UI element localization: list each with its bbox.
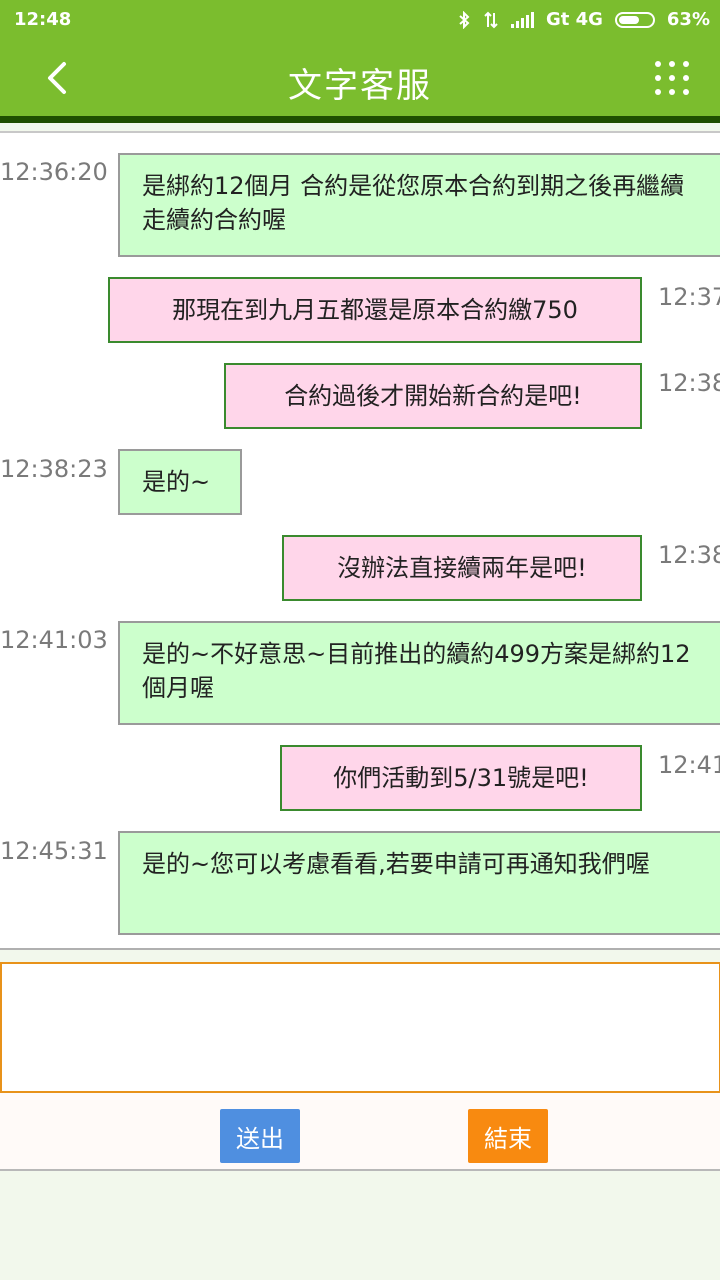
outgoing-message: 那現在到九月五都還是原本合約繳750 <box>108 277 642 343</box>
bluetooth-icon <box>459 10 470 29</box>
signal-icon <box>510 11 534 28</box>
message-timestamp: 12:38:23 <box>0 455 108 483</box>
grid-dots-icon[interactable] <box>652 58 692 98</box>
outgoing-message: 合約過後才開始新合約是吧! <box>224 363 642 429</box>
incoming-message: 是的~您可以考慮看看,若要申請可再通知我們喔 <box>118 831 720 935</box>
message-timestamp: 12:38 <box>658 369 720 397</box>
data-transfer-icon <box>484 11 498 28</box>
page-title: 文字客服 <box>288 66 432 106</box>
end-button[interactable]: 結束 <box>468 1109 548 1163</box>
battery-icon <box>614 11 655 28</box>
network-type: Gt 4G <box>545 9 603 30</box>
incoming-message: 是的~ <box>118 449 242 515</box>
chevron-left-icon[interactable] <box>40 58 76 98</box>
incoming-message: 是綁約12個月 合約是從您原本合約到期之後再繼續走續約合約喔 <box>118 153 720 257</box>
send-button[interactable]: 送出 <box>220 1109 300 1163</box>
status-bar: 12:48 Gt 4G 63% <box>0 0 720 40</box>
message-timestamp: 12:41:03 <box>0 626 108 654</box>
chat-top-divider <box>0 131 720 133</box>
status-time: 12:48 <box>14 9 72 30</box>
incoming-message: 是的~不好意思~目前推出的續約499方案是綁約12個月喔 <box>118 621 720 725</box>
message-timestamp: 12:37 <box>658 283 720 311</box>
outgoing-message: 沒辦法直接續兩年是吧! <box>282 535 642 601</box>
message-timestamp: 12:45:31 <box>0 837 108 865</box>
status-icons: Gt 4G 63% <box>457 9 710 30</box>
header-divider <box>0 116 720 123</box>
message-timestamp: 12:36:20 <box>0 158 108 186</box>
action-bar: 送出 結束 <box>0 1093 720 1171</box>
app-bar: 文字客服 <box>0 40 720 116</box>
message-timestamp: 12:38 <box>658 541 720 569</box>
outgoing-message: 你們活動到5/31號是吧! <box>280 745 642 811</box>
battery-percent: 63% <box>666 9 710 30</box>
chat-bottom-divider <box>0 948 720 950</box>
message-input[interactable] <box>0 962 720 1093</box>
message-timestamp: 12:41 <box>658 751 720 779</box>
chat-log[interactable]: 12:36:20 是綁約12個月 合約是從您原本合約到期之後再繼續走續約合約喔 … <box>0 133 720 948</box>
